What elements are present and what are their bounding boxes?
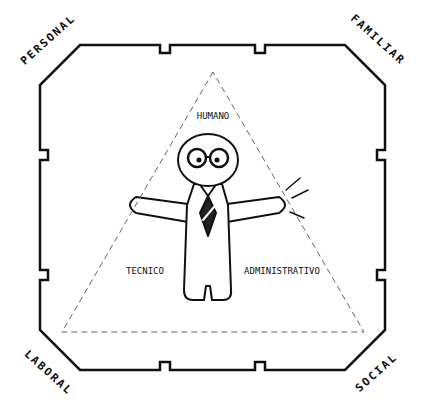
corner-label: FAMILIAR (347, 12, 406, 67)
triangle-label: HUMANO (197, 112, 230, 122)
corner-label: PERSONAL (18, 12, 77, 67)
frame-region-shape (40, 45, 385, 370)
triangle-label: TECNICO (126, 267, 164, 277)
triangle-region-shape (62, 72, 364, 332)
triangle-region-outline (62, 72, 364, 332)
corner-label: SOCIAL (354, 351, 401, 395)
triangle-label: ADMINISTRATIVO (244, 267, 320, 277)
triangle-region: HUMANO TECNICO ADMINISTRATIVO (62, 72, 364, 332)
